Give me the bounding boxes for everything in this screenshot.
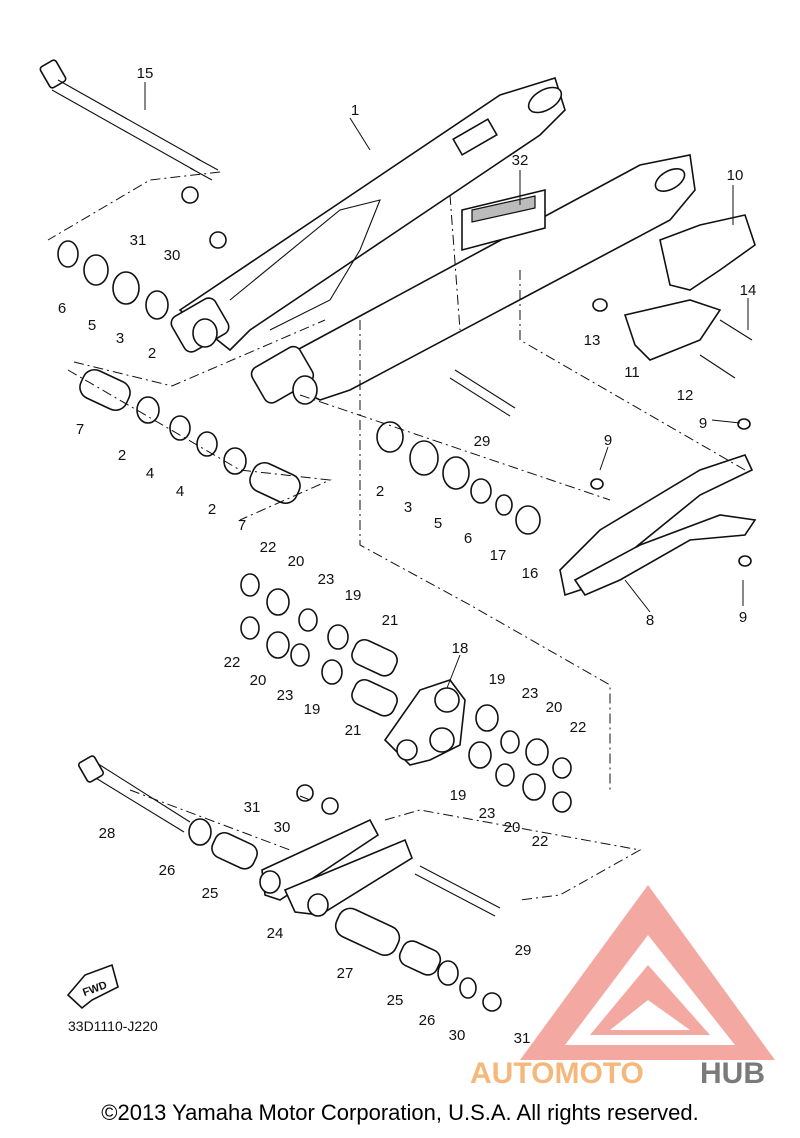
callout-28: 28 (99, 825, 116, 842)
callout-27: 27 (337, 965, 354, 982)
callout-9-bottom: 9 (739, 609, 747, 626)
watermark-text-hub: HUB (700, 1057, 765, 1090)
callout-32: 32 (512, 152, 529, 169)
callout-31-c: 31 (514, 1030, 531, 1047)
copyright-notice: ©2013 Yamaha Motor Corporation, U.S.A. A… (101, 1100, 699, 1125)
swingarm-part (170, 77, 696, 405)
callout-6-left: 6 (58, 300, 66, 317)
watermark-logo (520, 885, 775, 1060)
callout-11: 11 (624, 364, 640, 381)
callout-9-top: 9 (699, 415, 707, 432)
callout-9-mid: 9 (604, 432, 612, 449)
diagram-code: 33D1110-J220 (68, 1018, 158, 1034)
callout-31-top: 31 (130, 232, 147, 249)
callout-2-b: 2 (208, 501, 216, 518)
callout-31-bottom: 31 (244, 799, 261, 816)
callout-13: 13 (584, 332, 601, 349)
callout-20-a: 20 (288, 553, 305, 570)
callout-15: 15 (137, 65, 154, 82)
callout-8: 8 (646, 612, 654, 629)
callout-12: 12 (677, 387, 694, 404)
callout-3-right: 3 (404, 499, 412, 516)
callout-5-right: 5 (434, 515, 442, 532)
callout-26-b: 26 (419, 1012, 436, 1029)
callout-19-a: 19 (345, 587, 362, 604)
callout-20-d: 20 (504, 819, 521, 836)
right-pivot-bearing-group (376, 369, 541, 535)
assembly-guide-lines (47, 171, 746, 901)
callout-6-right: 6 (464, 530, 472, 547)
callout-16: 16 (522, 565, 539, 582)
callout-2-left: 2 (148, 345, 156, 362)
callout-18: 18 (452, 640, 469, 657)
callout-leaders (144, 82, 749, 801)
fwd-arrow-icon: FWD (66, 963, 119, 1010)
callout-29-bottom: 29 (515, 942, 532, 959)
callout-23-a: 23 (318, 571, 335, 588)
callout-2-a: 2 (118, 447, 126, 464)
callout-7-right: 7 (238, 517, 246, 534)
callout-21-b: 21 (345, 722, 362, 739)
callout-17: 17 (490, 547, 507, 564)
callout-19-c: 19 (489, 671, 506, 688)
callout-23-d: 23 (479, 805, 496, 822)
callout-25-b: 25 (387, 992, 404, 1009)
callout-24: 24 (267, 925, 284, 942)
callout-22-b: 22 (224, 654, 241, 671)
callout-7-left: 7 (76, 421, 84, 438)
callout-2-right: 2 (376, 483, 384, 500)
callout-5-left: 5 (88, 317, 96, 334)
callout-4-a: 4 (146, 465, 154, 482)
callout-10: 10 (727, 167, 744, 184)
callout-20-b: 20 (250, 672, 267, 689)
callout-30-bottom: 30 (274, 819, 291, 836)
label-sticker-part (461, 188, 546, 252)
callout-1: 1 (351, 102, 359, 119)
callout-29-top: 29 (474, 433, 491, 450)
connecting-rod-group (78, 755, 502, 1012)
chain-slider-part (559, 418, 757, 597)
callout-3-left: 3 (116, 330, 124, 347)
callout-30-c: 30 (449, 1027, 466, 1044)
callout-30-top: 30 (164, 247, 181, 264)
pivot-shaft-part (39, 59, 219, 181)
callout-20-c: 20 (546, 699, 563, 716)
callout-numbers: 1 15 32 10 31 30 6 5 3 2 14 13 11 12 9 9… (58, 65, 757, 1047)
callout-26-a: 26 (159, 862, 176, 879)
watermark-text-automoto: AUTOMOTO (470, 1057, 644, 1090)
pivot-bearing-group (57, 186, 301, 505)
callout-4-b: 4 (176, 483, 184, 500)
callout-22-d: 22 (532, 833, 549, 850)
callout-19-b: 19 (304, 701, 321, 718)
callout-23-b: 23 (277, 687, 294, 704)
callout-23-c: 23 (522, 685, 539, 702)
relay-arm-group (240, 573, 572, 813)
chain-puller-part (592, 214, 756, 379)
callout-14: 14 (740, 282, 757, 299)
callout-22-a: 22 (260, 539, 277, 556)
callout-22-c: 22 (570, 719, 587, 736)
callout-19-d: 19 (450, 787, 467, 804)
callout-21-a: 21 (382, 612, 399, 629)
callout-25-a: 25 (202, 885, 219, 902)
